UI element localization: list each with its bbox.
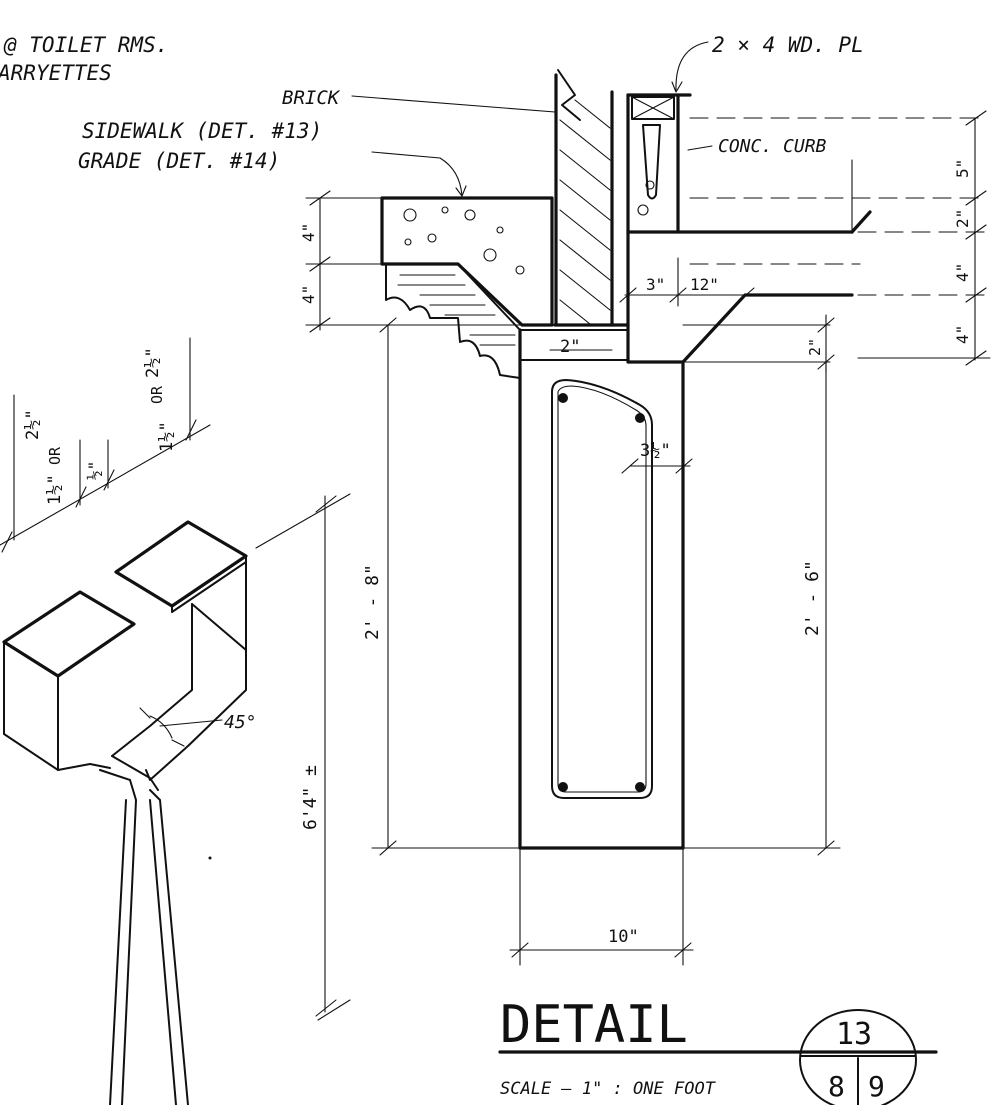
isometric-dimension-labels: 2½" OR 1½" ½" 2½" OR 1½" 45° 6'4" ±	[23, 347, 321, 830]
dim-curb-4b: 4"	[953, 325, 972, 344]
concrete-curb	[553, 93, 872, 327]
dim-curb-4a: 4"	[953, 263, 972, 282]
dim-footing-height-right: 2' - 6"	[802, 560, 823, 636]
note-toilet-rooms: @ TOILET RMS.	[3, 33, 168, 57]
iso-dim-w1-or: OR	[46, 446, 64, 465]
grade-fill	[385, 263, 521, 379]
iso-dim-w2-top: 2½"	[143, 347, 163, 378]
dim-right-2: 2"	[806, 338, 824, 356]
iso-dim-height: 6'4" ±	[300, 765, 321, 830]
footing	[518, 328, 685, 850]
dim-step-3: 3"	[646, 275, 665, 294]
dimension-lines	[305, 110, 991, 966]
dim-footing-height-left: 2' - 8"	[362, 564, 383, 640]
top-left-note: @ TOILET RMS. ARRYETTES	[0, 33, 168, 85]
brick-wall	[554, 69, 614, 327]
dim-curb-5: 5"	[953, 159, 972, 178]
iso-dim-gap: ½"	[85, 461, 104, 480]
label-concrete-curb: CONC. CURB	[718, 136, 827, 157]
iso-dim-w1-bottom: 1½"	[45, 474, 65, 505]
iso-dim-w1-top: 2½"	[23, 409, 43, 440]
iso-dim-angle: 45°	[224, 712, 257, 733]
dim-bar-3-5: 3½"	[640, 441, 671, 461]
title-detail-number: 13	[836, 1017, 872, 1052]
title-detail: DETAIL	[500, 995, 688, 1055]
iso-dim-w2-or: OR	[148, 385, 166, 404]
label-sidewalk: SIDEWALK (DET. #13)	[82, 119, 322, 143]
dim-gap-2: 2"	[560, 337, 580, 357]
dim-sidewalk-4a: 4"	[299, 223, 318, 242]
title-sheet-right: 9	[868, 1070, 885, 1103]
dim-step-12: 12"	[690, 275, 719, 294]
title-scale: SCALE — 1" : ONE FOOT	[500, 1079, 717, 1099]
label-grade: GRADE (DET. #14)	[78, 149, 280, 173]
note-carryettes: ARRYETTES	[0, 61, 112, 85]
iso-dim-w2-bottom: 1½"	[157, 421, 177, 452]
dim-sidewalk-4b: 4"	[299, 285, 318, 304]
isometric-sketch	[0, 337, 351, 1105]
label-brick: BRICK	[282, 87, 341, 109]
dim-curb-2: 2"	[953, 209, 972, 228]
title-block: DETAIL SCALE — 1" : ONE FOOT 13 8 9	[498, 995, 938, 1105]
leader-lines	[351, 41, 713, 197]
title-sheet-left: 8	[828, 1070, 845, 1103]
dim-footing-width: 10"	[608, 927, 639, 947]
label-wood-plate: 2 × 4 WD. PL	[712, 33, 864, 57]
